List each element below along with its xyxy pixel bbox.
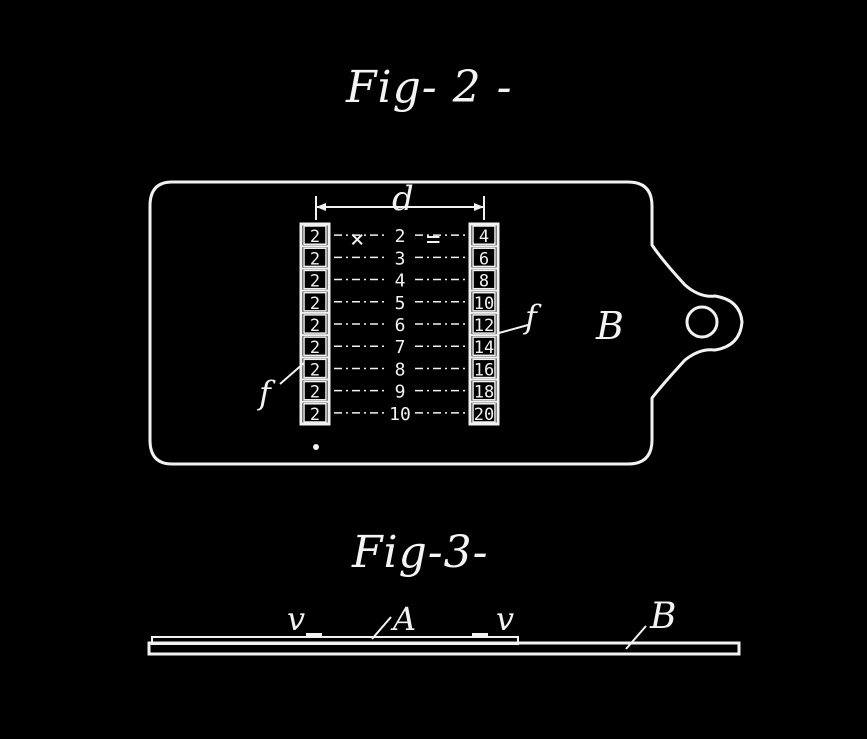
right-cell-box [472, 403, 496, 423]
right-cell-box [472, 380, 496, 401]
dimension-arrow-left [316, 203, 326, 211]
right-cell-value: 10 [474, 294, 494, 314]
pin-right-shape [472, 633, 488, 638]
label-v-right: v [496, 600, 514, 638]
left-cell-box [303, 225, 327, 245]
pin-left-shape [306, 633, 322, 638]
plate-outline [148, 180, 744, 466]
left-cell-value: 2 [310, 338, 320, 358]
left-cell-box [303, 314, 327, 334]
left-cell-box [303, 380, 327, 401]
left-cell-box [303, 269, 327, 290]
right-cell-value: 12 [474, 316, 494, 336]
middle-multiplier: 4 [395, 271, 406, 292]
left-cell-box [303, 403, 327, 423]
left-cell-value: 2 [310, 383, 320, 403]
right-cell-value: 20 [474, 405, 494, 425]
leader-B-side [625, 625, 647, 650]
hanging-hole [685, 305, 719, 339]
left-cell-value: 2 [310, 249, 320, 269]
leader-f-left [279, 362, 305, 385]
right-cell-box [472, 314, 496, 334]
right-cell-value: 6 [479, 249, 489, 269]
left-cell-box [303, 247, 327, 268]
leader-f-right [498, 324, 529, 334]
right-cell-box [472, 269, 496, 290]
right-cell-box [472, 358, 496, 379]
right-cell-box [472, 247, 496, 268]
left-cell-value: 2 [310, 227, 320, 247]
dimension-arrow-right [474, 203, 484, 211]
label-B-plate: B [595, 304, 624, 348]
times-sign: × [350, 225, 364, 253]
figure-2-title: Fig- 2 - [346, 62, 513, 113]
left-cell-box [303, 358, 327, 379]
left-cell-value: 2 [310, 405, 320, 425]
middle-multiplier: 3 [395, 248, 406, 269]
rivet-dot [313, 444, 319, 450]
right-cell-box [472, 225, 496, 245]
middle-multiplier: 2 [395, 226, 406, 247]
middle-multiplier: 10 [389, 404, 411, 425]
left-cell-box [303, 291, 327, 312]
middle-multiplier: 5 [395, 293, 406, 314]
middle-multiplier: 8 [395, 359, 406, 380]
label-A: A [390, 600, 416, 638]
right-cell-value: 14 [474, 338, 494, 358]
left-strip [299, 222, 331, 426]
side-slider [151, 636, 519, 645]
label-v-left: v [287, 600, 305, 638]
label-f-left: f [257, 374, 276, 412]
strip-cells: 2 4 2 6 2 8 2 10 2 12 2 14 2 16 2 18 2 20 [301, 225, 498, 425]
label-d: d [392, 179, 414, 219]
left-cell-box [303, 336, 327, 357]
right-cell-value: 8 [479, 272, 489, 292]
left-cell-value: 2 [310, 294, 320, 314]
left-cell-value: 2 [310, 316, 320, 336]
left-cell-value: 2 [310, 272, 320, 292]
middle-multiplier: 9 [395, 382, 406, 403]
right-strip [468, 222, 500, 426]
label-f-right: f [523, 298, 542, 336]
left-cell-value: 2 [310, 360, 320, 380]
middle-multiplier: 6 [395, 315, 406, 336]
right-cell-value: 4 [479, 227, 489, 247]
leader-A [371, 616, 392, 640]
right-cell-box [472, 336, 496, 357]
right-cell-value: 18 [474, 383, 494, 403]
figure-3-title: Fig-3- [352, 527, 489, 578]
middle-multiplier: 7 [395, 337, 406, 358]
figure-3-side-view: v A v B [147, 596, 741, 656]
label-B-side: B [649, 596, 676, 637]
right-cell-box [472, 291, 496, 312]
right-cell-value: 16 [474, 360, 494, 380]
equals-sign: = [426, 225, 440, 253]
